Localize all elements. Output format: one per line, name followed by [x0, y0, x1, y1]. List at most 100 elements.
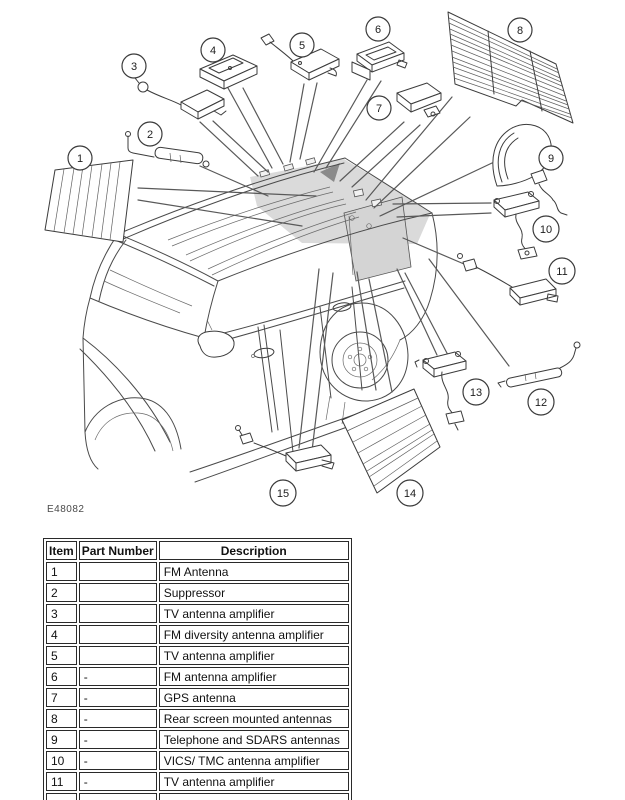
vehicle-illustration: [79, 157, 438, 483]
component-antenna-element-12: [497, 341, 581, 388]
component-tv-amplifier-5: [260, 33, 340, 81]
svg-text:4: 4: [210, 45, 216, 57]
part-number-cell: [78, 646, 157, 665]
table-row: 7 - GPS antenna: [46, 688, 349, 707]
part-number-cell: -: [78, 751, 157, 770]
svg-text:2: 2: [147, 129, 153, 141]
description-cell: [158, 793, 349, 800]
component-fm-antenna-glass: [44, 159, 134, 243]
table-header-row: Item Part Number Description: [46, 541, 349, 560]
door-handle: [332, 302, 352, 312]
table-row: 6 - FM antenna amplifier: [46, 667, 349, 686]
table-row-partial: [46, 793, 349, 800]
description-cell: GPS antenna: [158, 688, 349, 707]
table-row: 8 - Rear screen mounted antennas: [46, 709, 349, 728]
component-fm-amplifier: [351, 41, 408, 81]
callout-13: 13: [462, 378, 490, 406]
item-cell: 5: [46, 646, 77, 665]
description-cell: Rear screen mounted antennas: [158, 709, 349, 728]
svg-text:9: 9: [548, 153, 554, 165]
svg-text:13: 13: [470, 387, 482, 399]
callout-12: 12: [527, 388, 555, 416]
svg-text:10: 10: [540, 224, 552, 236]
svg-text:1: 1: [77, 153, 83, 165]
parts-table: Item Part Number Description 1 FM Antenn…: [43, 538, 352, 800]
description-cell: FM Antenna: [158, 562, 349, 581]
component-amplifier-13: [414, 351, 467, 431]
description-cell: Suppressor: [158, 583, 349, 602]
item-cell: 10: [46, 751, 77, 770]
callout-1: 1: [67, 145, 93, 171]
callout-7: 7: [366, 95, 392, 121]
description-cell: VICS/ TMC antenna amplifier: [158, 751, 349, 770]
part-number-cell: -: [78, 709, 157, 728]
description-cell: FM diversity antenna amplifier: [158, 625, 349, 644]
part-number-cell: [78, 562, 157, 581]
component-tv-amplifier-11: [457, 253, 559, 306]
wing-mirror: [197, 330, 235, 358]
callout-2: 2: [137, 121, 163, 147]
table-row: 9 - Telephone and SDARS antennas: [46, 730, 349, 749]
col-header-part-number: Part Number: [78, 541, 157, 560]
svg-text:15: 15: [277, 488, 289, 500]
item-cell: 7: [46, 688, 77, 707]
description-cell: FM antenna amplifier: [158, 667, 349, 686]
callout-11: 11: [548, 257, 576, 285]
door-handle: [253, 347, 275, 359]
svg-text:14: 14: [404, 488, 416, 500]
svg-text:7: 7: [376, 103, 382, 115]
description-cell: Telephone and SDARS antennas: [158, 730, 349, 749]
description-cell: TV antenna amplifier: [158, 604, 349, 623]
item-cell: 2: [46, 583, 77, 602]
roof-mount-fitting: [305, 157, 317, 166]
callout-9: 9: [538, 145, 564, 171]
component-tv-amplifier-3: [134, 77, 227, 120]
figure-code: E48082: [47, 504, 85, 515]
part-number-cell: [78, 793, 157, 800]
callout-5: 5: [289, 32, 315, 58]
component-fin-antenna: [492, 124, 568, 216]
svg-text:11: 11: [556, 266, 567, 278]
component-gps-antenna: [396, 82, 442, 118]
component-amplifier-15: [235, 425, 335, 472]
callout-4: 4: [200, 37, 226, 63]
svg-text:8: 8: [517, 25, 523, 37]
antenna-location-diagram: 1 2 3 4 5 6 7 8 9 10 11 12 13 14 15: [44, 11, 581, 507]
table-row: 2 Suppressor: [46, 583, 349, 602]
col-header-description: Description: [158, 541, 349, 560]
callout-15: 15: [269, 479, 297, 507]
table-row: 4 FM diversity antenna amplifier: [46, 625, 349, 644]
component-rear-screen-glass: [447, 11, 574, 124]
table-row: 5 TV antenna amplifier: [46, 646, 349, 665]
table-row: 1 FM Antenna: [46, 562, 349, 581]
component-fm-diversity-amplifier: [199, 54, 258, 90]
part-number-cell: -: [78, 688, 157, 707]
part-number-cell: [78, 625, 157, 644]
svg-text:12: 12: [535, 397, 547, 409]
part-number-cell: -: [78, 772, 157, 791]
description-cell: TV antenna amplifier: [158, 646, 349, 665]
leader-lines: [137, 79, 510, 452]
part-number-cell: -: [78, 730, 157, 749]
roof-dark-wedge: [320, 163, 340, 182]
table-row: 10 - VICS/ TMC antenna amplifier: [46, 751, 349, 770]
item-cell: 3: [46, 604, 77, 623]
roof-mount-fitting: [352, 188, 364, 198]
svg-text:3: 3: [131, 61, 137, 73]
part-number-cell: [78, 583, 157, 602]
item-cell: 11: [46, 772, 77, 791]
callout-10: 10: [532, 215, 560, 243]
rear-wheel-arch: [319, 302, 409, 402]
table-row: 11 - TV antenna amplifier: [46, 772, 349, 791]
svg-text:6: 6: [375, 24, 381, 36]
item-cell: 1: [46, 562, 77, 581]
rear-wheel: [331, 331, 389, 389]
table-row: 3 TV antenna amplifier: [46, 604, 349, 623]
component-door-glass: [341, 388, 441, 494]
item-cell: 4: [46, 625, 77, 644]
item-cell: 6: [46, 667, 77, 686]
part-number-cell: [78, 604, 157, 623]
callout-8: 8: [507, 17, 533, 43]
callout-3: 3: [121, 53, 147, 79]
